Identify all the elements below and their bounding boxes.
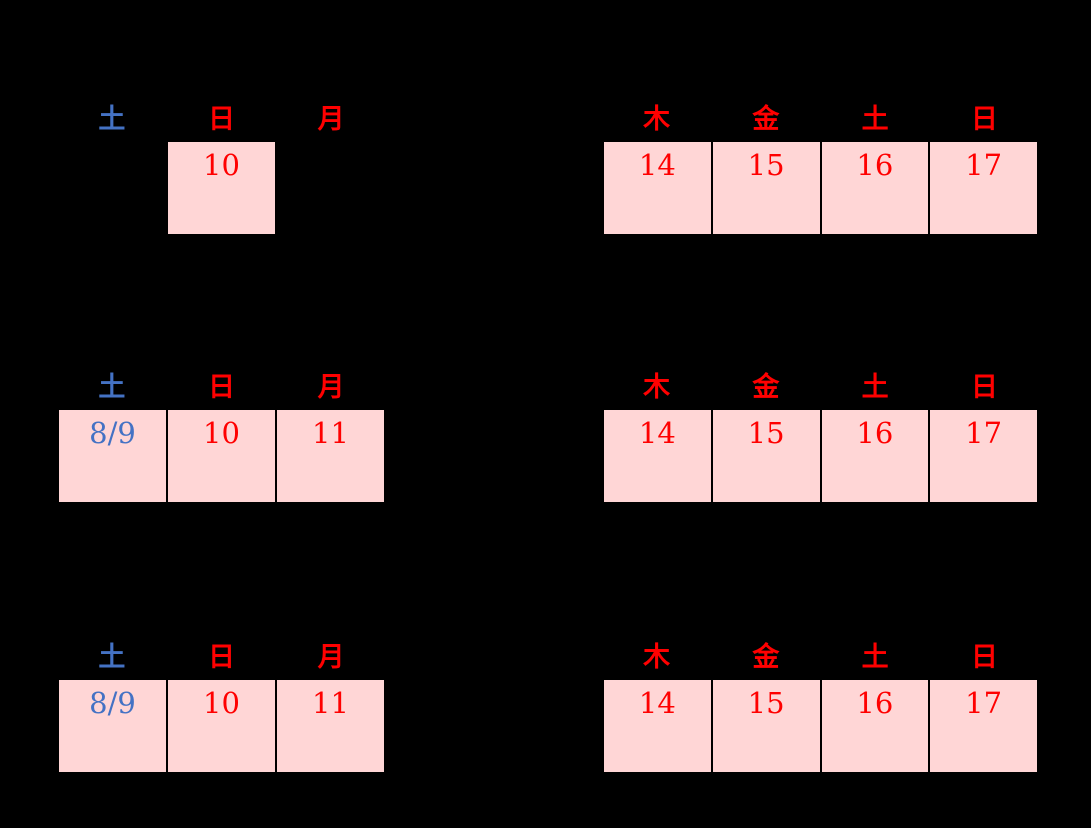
- weekday-header-row: 木 金 土 日: [602, 372, 1039, 404]
- calendar-group-bottom-left: 土 日 月 8/9 10 11: [57, 642, 386, 774]
- weekday-header-fri: 金: [752, 104, 780, 135]
- calendar-cell-row: 10: [57, 140, 386, 236]
- weekday-header-fri: 金: [752, 642, 780, 673]
- calendar-cell: 8/9: [57, 408, 168, 504]
- date-number: 17: [965, 686, 1003, 720]
- date-number: 15: [747, 416, 785, 450]
- weekday-header-sun: 日: [208, 104, 235, 135]
- calendar-cell: 17: [930, 408, 1039, 504]
- weekday-header-thu: 木: [643, 642, 671, 673]
- date-number: 16: [856, 148, 894, 182]
- weekday-header-sun: 日: [208, 372, 235, 403]
- calendar-cell: 8/9: [57, 678, 168, 774]
- calendar-cell: 17: [930, 678, 1039, 774]
- calendar-cell-row: 8/9 10 11: [57, 408, 386, 504]
- date-number: 15: [747, 148, 785, 182]
- calendar-cell: 15: [712, 408, 822, 504]
- calendar-cell: 11: [277, 408, 386, 504]
- date-number: 17: [965, 416, 1003, 450]
- calendar-cell: 15: [712, 678, 822, 774]
- weekday-header-sat: 土: [98, 642, 126, 673]
- weekday-header-row: 木 金 土 日: [602, 104, 1039, 136]
- calendar-cell-row: 14 15 16 17: [602, 140, 1039, 236]
- weekday-header-sat: 土: [861, 104, 889, 135]
- weekday-header-row: 土 日 月: [57, 642, 386, 674]
- date-number: 10: [203, 686, 240, 720]
- date-number: 10: [203, 148, 240, 182]
- calendar-cell: 14: [602, 140, 713, 236]
- date-number: 14: [638, 416, 676, 450]
- weekday-header-thu: 木: [643, 104, 671, 135]
- weekday-header-sat: 土: [861, 372, 889, 403]
- date-number: 10: [203, 416, 240, 450]
- calendar-cell: 15: [712, 140, 822, 236]
- weekday-header-thu: 木: [643, 372, 671, 403]
- date-number: 15: [747, 686, 785, 720]
- calendar-group-bottom-right: 木 金 土 日 14 15 16 17: [602, 642, 1039, 774]
- calendar-cell: 16: [821, 678, 931, 774]
- weekday-header-sun: 日: [970, 372, 998, 403]
- weekday-header-sun: 日: [970, 104, 998, 135]
- calendar-cell-empty: [277, 140, 386, 236]
- calendar-cell-row: 8/9 10 11: [57, 678, 386, 774]
- calendar-cell-row: 14 15 16 17: [602, 408, 1039, 504]
- date-number: 8/9: [89, 686, 136, 720]
- calendar-cell: 17: [930, 140, 1039, 236]
- date-number: 16: [856, 686, 894, 720]
- calendar-group-top-right: 木 金 土 日 14 15 16 17: [602, 104, 1039, 236]
- date-number: 17: [965, 148, 1003, 182]
- calendar-cell: 16: [821, 140, 931, 236]
- weekday-header-sat: 土: [98, 104, 126, 135]
- weekday-header-sun: 日: [970, 642, 998, 673]
- calendar-cell: 11: [277, 678, 386, 774]
- calendar-cell: 14: [602, 678, 713, 774]
- weekday-header-mon: 月: [317, 104, 345, 135]
- calendar-cell: 14: [602, 408, 713, 504]
- calendar-group-top-left: 土 日 月 10: [57, 104, 386, 236]
- calendar-cell-row: 14 15 16 17: [602, 678, 1039, 774]
- calendar-cell: 10: [168, 408, 277, 504]
- calendar-cell-empty: [57, 140, 168, 236]
- weekday-header-row: 木 金 土 日: [602, 642, 1039, 674]
- weekday-header-row: 土 日 月: [57, 104, 386, 136]
- date-number: 14: [638, 686, 676, 720]
- weekday-header-sun: 日: [208, 642, 235, 673]
- calendar-group-middle-left: 土 日 月 8/9 10 11: [57, 372, 386, 504]
- weekday-header-sat: 土: [861, 642, 889, 673]
- calendar-cell: 10: [168, 678, 277, 774]
- weekday-header-mon: 月: [317, 642, 345, 673]
- weekday-header-fri: 金: [752, 372, 780, 403]
- date-number: 16: [856, 416, 894, 450]
- weekday-header-row: 土 日 月: [57, 372, 386, 404]
- weekday-header-sat: 土: [98, 372, 126, 403]
- date-number: 14: [638, 148, 676, 182]
- calendar-group-middle-right: 木 金 土 日 14 15 16 17: [602, 372, 1039, 504]
- calendar-cell: 10: [168, 140, 277, 236]
- calendar-cell: 16: [821, 408, 931, 504]
- weekday-header-mon: 月: [317, 372, 345, 403]
- date-number: 11: [312, 686, 349, 720]
- date-number: 11: [312, 416, 349, 450]
- date-number: 8/9: [89, 416, 136, 450]
